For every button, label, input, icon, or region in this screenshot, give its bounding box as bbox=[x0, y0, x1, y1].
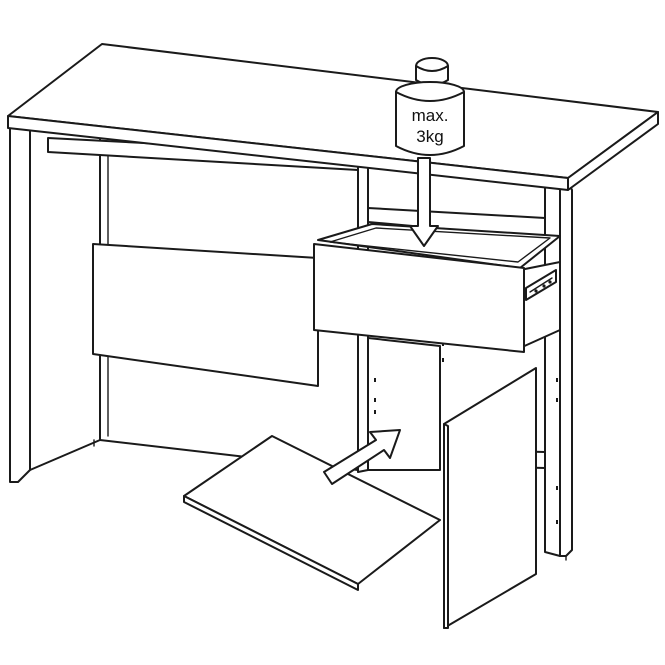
left-side-panel bbox=[9, 125, 31, 483]
left-front-panel bbox=[92, 243, 319, 387]
down-arrow-icon bbox=[409, 157, 439, 247]
drawer-front bbox=[313, 243, 525, 353]
drawer-slide-rail-icon bbox=[525, 269, 557, 301]
weight-label-line2: 3kg bbox=[416, 127, 443, 146]
weight-label-line1: max. bbox=[412, 106, 449, 125]
desk-top-side-edge bbox=[567, 111, 659, 191]
cabinet-door-edge bbox=[443, 423, 449, 629]
left-side-panel-face bbox=[29, 125, 101, 471]
weight-icon: max. 3kg bbox=[395, 57, 465, 156]
drawer-box-inner bbox=[329, 227, 551, 263]
insert-arrow-icon bbox=[323, 429, 401, 485]
drawer bbox=[313, 223, 561, 353]
cabinet-door bbox=[443, 367, 537, 629]
shelf-board-edge bbox=[183, 495, 359, 591]
right-side-panel bbox=[559, 181, 573, 557]
